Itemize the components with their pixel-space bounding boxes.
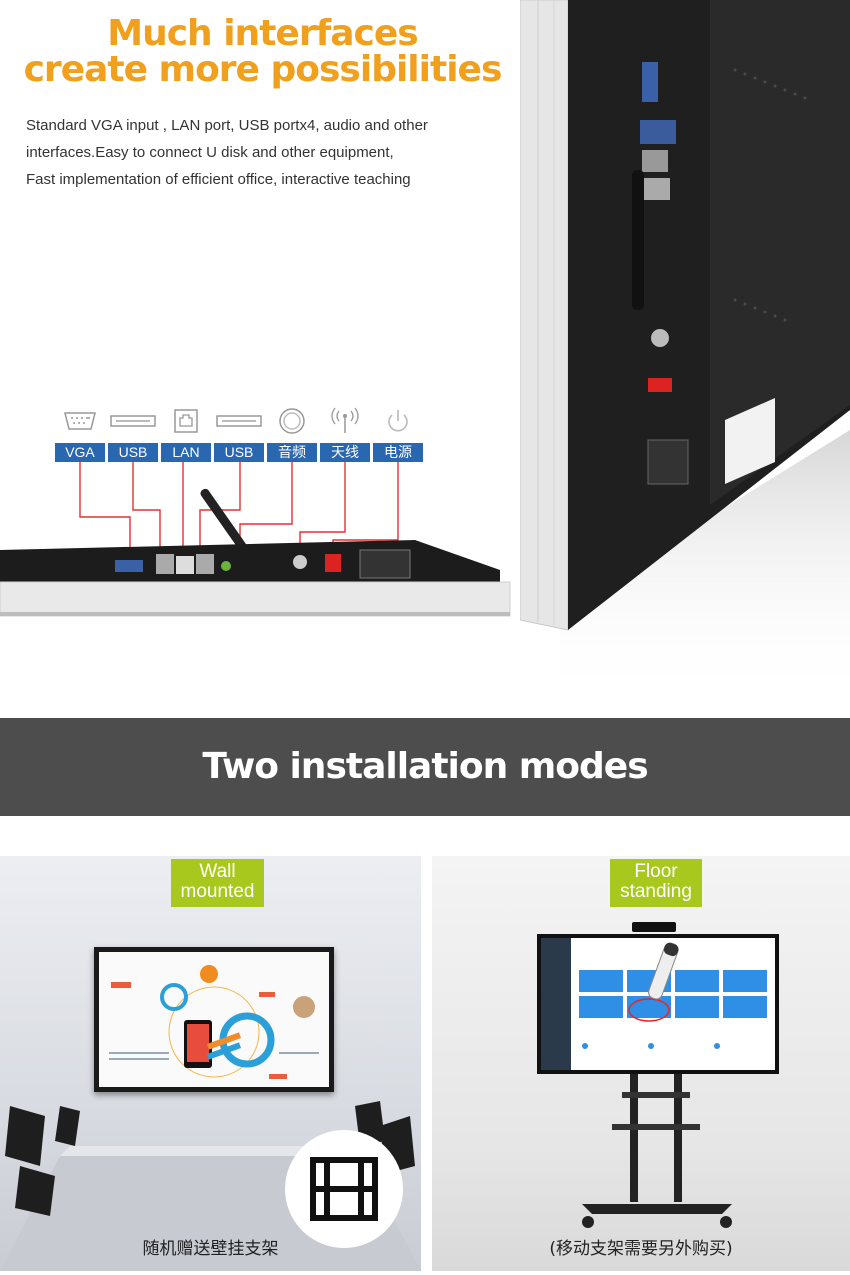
panel-bottom-illustration [0, 462, 511, 617]
section-banner [0, 718, 850, 816]
lan-port-icon [161, 406, 211, 436]
floor-standing-tag: Floor standing [610, 859, 702, 907]
audio-port-icon [267, 406, 317, 436]
headline-line2: create more possibilities [23, 49, 503, 90]
wall-display-screen [99, 952, 329, 1087]
stylus-pen-icon [648, 942, 679, 1000]
floor-caption: (移动支架需要另外购买) [549, 1239, 733, 1259]
section-title: Two installation modes [202, 746, 648, 787]
wall-tag-line2: mounted [180, 881, 255, 902]
infographic-illustration [109, 965, 319, 1079]
wall-display [94, 947, 334, 1092]
wall-mounted-panel: Wall mounted [0, 856, 421, 1271]
port-label-antenna: 天线 [320, 443, 370, 462]
port-label-usb-2: USB [214, 443, 264, 462]
port-label-power: 电源 [373, 443, 423, 462]
floor-standing-panel: Floor standing (移 [432, 856, 850, 1271]
mobile-stand-illustration [582, 1074, 732, 1228]
wall-tag-line1: Wall [199, 861, 236, 882]
floor-display [537, 934, 779, 1074]
panel-back-illustration [520, 0, 850, 700]
camera-icon [632, 922, 676, 932]
usb-port-icon [108, 406, 158, 436]
wall-bracket-badge [285, 1130, 403, 1248]
power-icon [373, 406, 423, 436]
usb-port-icon-2 [214, 406, 264, 436]
vga-port-icon [55, 406, 105, 436]
description-line2: interfaces.Easy to connect U disk and ot… [26, 144, 394, 161]
wall-mounted-tag: Wall mounted [171, 859, 264, 907]
wall-bracket-icon [310, 1157, 378, 1221]
dashboard-illustration [541, 938, 767, 1070]
floor-display-screen [541, 938, 775, 1070]
port-label-usb: USB [108, 443, 158, 462]
description: Standard VGA input , LAN port, USB portx… [26, 112, 506, 193]
port-label-vga: VGA [55, 443, 105, 462]
antenna-icon [320, 406, 370, 436]
wall-caption: 随机赠送壁挂支架 [142, 1239, 279, 1259]
headline-line1: Much interfaces [107, 13, 418, 54]
port-label-audio: 音频 [267, 443, 317, 462]
floor-tag-line2: standing [620, 881, 692, 902]
description-line1: Standard VGA input , LAN port, USB portx… [26, 117, 428, 134]
port-label-lan: LAN [161, 443, 211, 462]
description-line3: Fast implementation of efficient office,… [26, 171, 411, 188]
floor-tag-line1: Floor [634, 861, 678, 882]
